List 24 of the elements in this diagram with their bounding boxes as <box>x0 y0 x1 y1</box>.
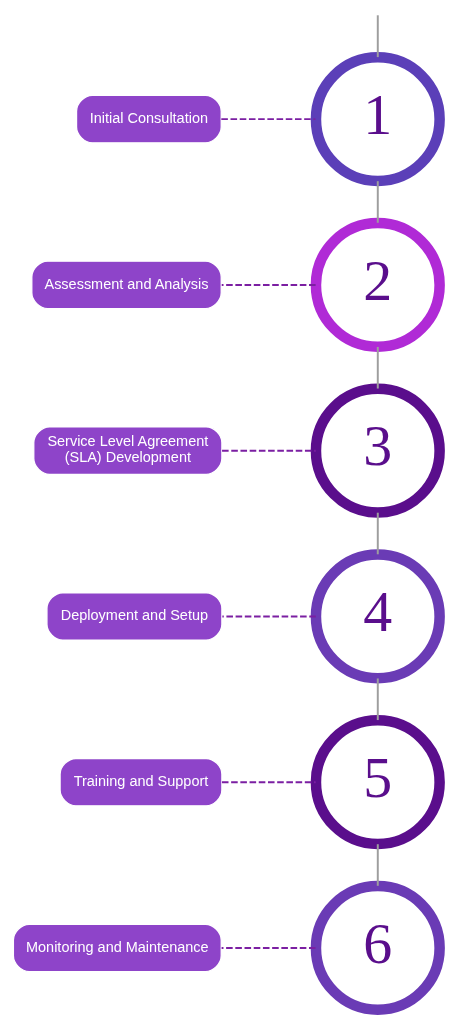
connector <box>220 781 317 784</box>
connector <box>376 180 379 224</box>
node-circle: 4 <box>310 549 445 684</box>
connector <box>376 677 379 722</box>
node-circle: 1 <box>310 52 445 187</box>
node-box: Monitoring and Maintenance <box>12 923 222 973</box>
connector <box>220 118 317 121</box>
connector <box>376 843 379 887</box>
node-box: Assessment and Analysis <box>31 260 222 310</box>
node-circle: 5 <box>310 715 445 850</box>
node-circle: 6 <box>310 880 445 1015</box>
node-box: Training and Support <box>59 757 223 807</box>
connector <box>376 511 379 556</box>
connector <box>221 615 317 618</box>
node-box: Initial Consultation <box>75 94 222 144</box>
connector <box>220 946 317 949</box>
node-box: Service Level Agreement (SLA) Development <box>33 426 223 475</box>
connector <box>220 283 317 286</box>
node-circle: 2 <box>310 217 445 352</box>
connector <box>376 345 379 390</box>
node-box: Deployment and Setup <box>46 592 223 641</box>
connector <box>376 14 379 59</box>
connector <box>221 449 317 452</box>
node-circle: 3 <box>310 383 445 518</box>
